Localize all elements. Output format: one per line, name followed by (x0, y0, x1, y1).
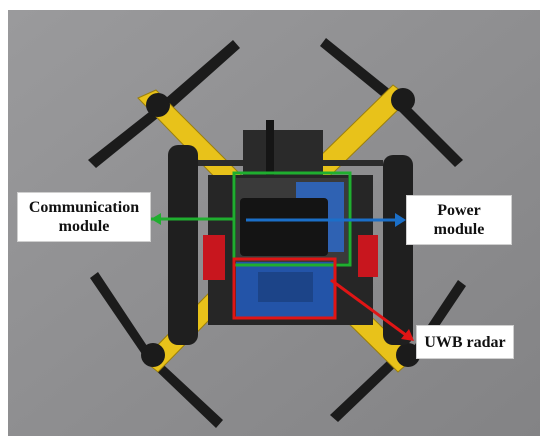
communication-module-label: Communication module (17, 192, 151, 242)
uwb-label-text: UWB radar (424, 333, 506, 351)
propeller-bottom-right-b (330, 348, 408, 422)
communication-label-line1: Communication (28, 199, 140, 216)
power-arrowhead (395, 213, 406, 227)
motor-top-left (146, 93, 170, 117)
right-landing-bar (383, 155, 413, 345)
uwb-highlight-box (232, 257, 337, 320)
propeller-top-left-a (158, 40, 240, 114)
uwb-arrow-line (330, 278, 411, 340)
top-plate (243, 130, 323, 175)
motor-top-right (391, 88, 415, 112)
communication-label-line2: module (58, 218, 110, 235)
motor-bottom-left (141, 343, 165, 367)
motor-bottom-right (396, 343, 420, 367)
propeller-top-left-b (88, 105, 164, 168)
communication-arrowhead (151, 213, 161, 225)
motors (141, 88, 420, 367)
red-part-right (358, 235, 378, 277)
left-landing-bar (168, 145, 198, 345)
uwb-radar-label: UWB radar (416, 325, 514, 359)
red-part-left (203, 235, 225, 280)
antenna (266, 120, 274, 180)
uwb-arrowhead (401, 329, 414, 341)
uwb-chip-area (258, 272, 313, 302)
propeller-top-right-a (320, 38, 403, 108)
propeller-top-right-b (396, 100, 463, 167)
propeller-bottom-left-a (90, 272, 153, 360)
propeller-bottom-left-b (147, 355, 223, 428)
power-label-line1: Power (437, 202, 481, 219)
comm-module-block (240, 198, 328, 256)
power-module-label: Power module (406, 195, 512, 245)
power-label-line2: module (433, 221, 485, 238)
